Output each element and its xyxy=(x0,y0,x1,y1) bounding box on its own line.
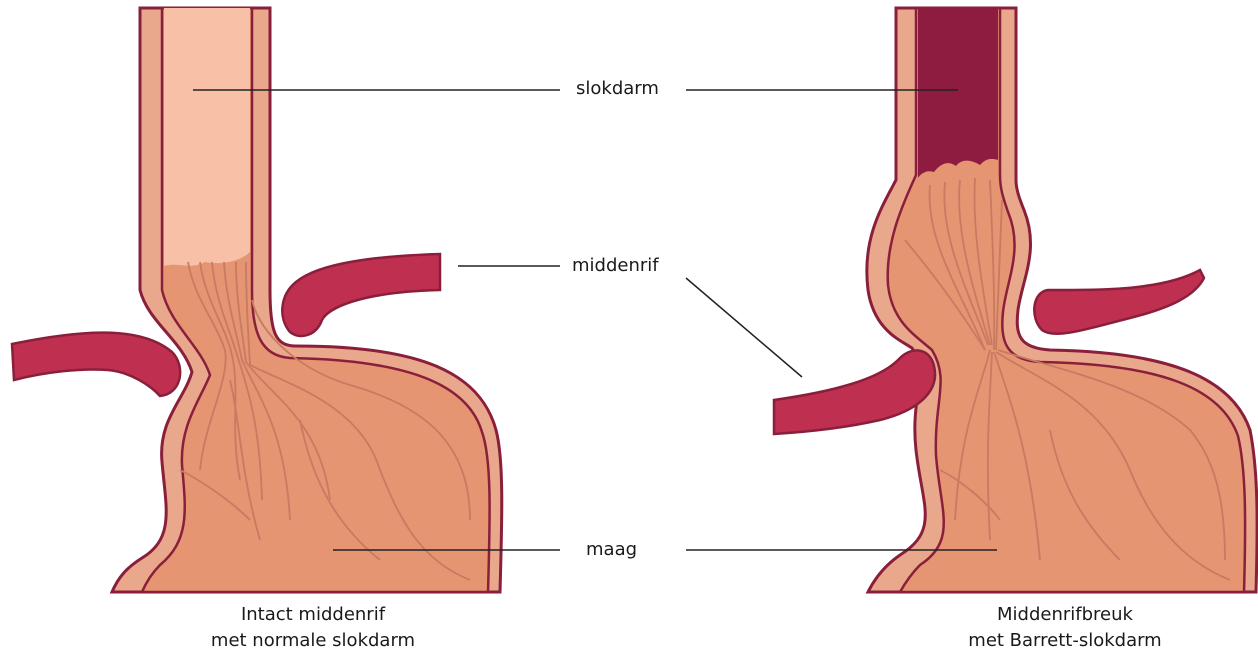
left-anatomy xyxy=(12,8,502,592)
left-normal-esophagus xyxy=(164,8,250,266)
left-diaphragm-left-arm xyxy=(12,333,180,396)
leader-diaphragm-right xyxy=(686,278,802,377)
caption-right-line2: met Barrett-slokdarm xyxy=(915,628,1215,654)
right-diaphragm-right-arm xyxy=(1034,270,1204,334)
caption-left: Intact middenrif met normale slokdarm xyxy=(163,602,463,654)
label-esophagus: slokdarm xyxy=(576,78,659,99)
caption-left-line1: Intact middenrif xyxy=(163,602,463,628)
right-diaphragm-left-arm xyxy=(774,350,935,434)
left-diaphragm-right-arm xyxy=(282,254,440,336)
label-stomach: maag xyxy=(586,539,637,560)
caption-right-line1: Middenrifbreuk xyxy=(915,602,1215,628)
right-anatomy xyxy=(774,8,1257,592)
caption-left-line2: met normale slokdarm xyxy=(163,628,463,654)
right-barrett-tissue xyxy=(918,8,998,178)
caption-right: Middenrifbreuk met Barrett-slokdarm xyxy=(915,602,1215,654)
label-diaphragm: middenrif xyxy=(572,255,659,276)
